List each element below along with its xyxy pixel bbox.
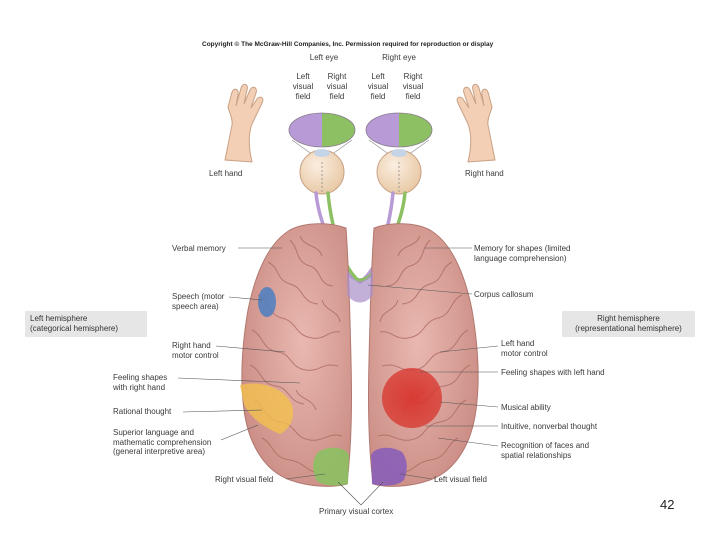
feeling-right-label: Feeling shapes with right hand bbox=[113, 373, 168, 392]
corpus-callosum-icon bbox=[347, 270, 373, 303]
superior-language-label: Superior language and mathematic compreh… bbox=[113, 428, 212, 456]
feeling-left-label: Feeling shapes with left hand bbox=[501, 368, 605, 377]
speech-label: Speech (motor speech area) bbox=[172, 292, 225, 311]
left-hand-icon bbox=[224, 83, 264, 163]
left-eyeball-icon bbox=[299, 149, 345, 195]
musical-ability-label: Musical ability bbox=[501, 403, 551, 412]
right-hemisphere-box: Right hemisphere (representational hemis… bbox=[562, 311, 695, 337]
memory-shapes-label: Memory for shapes (limited language comp… bbox=[474, 244, 571, 263]
left-primary-visual-cortex-icon bbox=[313, 447, 349, 486]
right-visual-field-label: Right visual field bbox=[215, 475, 274, 484]
intuitive-thought-label: Intuitive, nonverbal thought bbox=[501, 422, 598, 431]
left-eye-title: Left eye bbox=[309, 53, 339, 62]
page-number: 42 bbox=[660, 497, 675, 512]
right-eyeball-icon bbox=[376, 149, 422, 195]
right-eye-right-field-label: Right visual field bbox=[402, 72, 424, 101]
right-hemisphere-icon bbox=[367, 223, 479, 487]
left-hand-label: Left hand bbox=[209, 169, 243, 178]
right-hand-label: Right hand bbox=[465, 169, 504, 178]
left-hemisphere-icon bbox=[240, 223, 353, 487]
left-hand-motor-label: Left hand motor control bbox=[501, 339, 548, 358]
right-eye-title: Right eye bbox=[382, 53, 416, 62]
right-hand-icon bbox=[456, 83, 496, 163]
left-eye-left-field-label: Left visual field bbox=[292, 72, 314, 101]
left-eye-visual-field-icon bbox=[288, 112, 356, 148]
general-interpretive-area-icon bbox=[240, 383, 294, 434]
right-hand-motor-label: Right hand motor control bbox=[172, 341, 219, 360]
left-hemisphere-box: Left hemisphere (categorical hemisphere) bbox=[25, 311, 147, 337]
speech-area-icon bbox=[258, 287, 276, 317]
primary-visual-cortex-label: Primary visual cortex bbox=[319, 507, 394, 516]
left-eye-right-field-label: Right visual field bbox=[326, 72, 348, 101]
right-eye-visual-field-icon bbox=[365, 112, 433, 148]
verbal-memory-label: Verbal memory bbox=[172, 244, 226, 253]
right-eye-left-field-label: Left visual field bbox=[367, 72, 389, 101]
corpus-callosum-label: Corpus callosum bbox=[474, 290, 534, 299]
rational-thought-label: Rational thought bbox=[113, 407, 172, 416]
left-visual-field-label: Left visual field bbox=[434, 475, 487, 484]
musical-ability-area-icon bbox=[382, 368, 442, 428]
copyright-notice: Copyright © The McGraw-Hill Companies, I… bbox=[202, 41, 494, 48]
right-primary-visual-cortex-icon bbox=[371, 447, 407, 486]
recognition-label: Recognition of faces and spatial relatio… bbox=[501, 441, 590, 460]
leader-lines bbox=[177, 247, 499, 506]
